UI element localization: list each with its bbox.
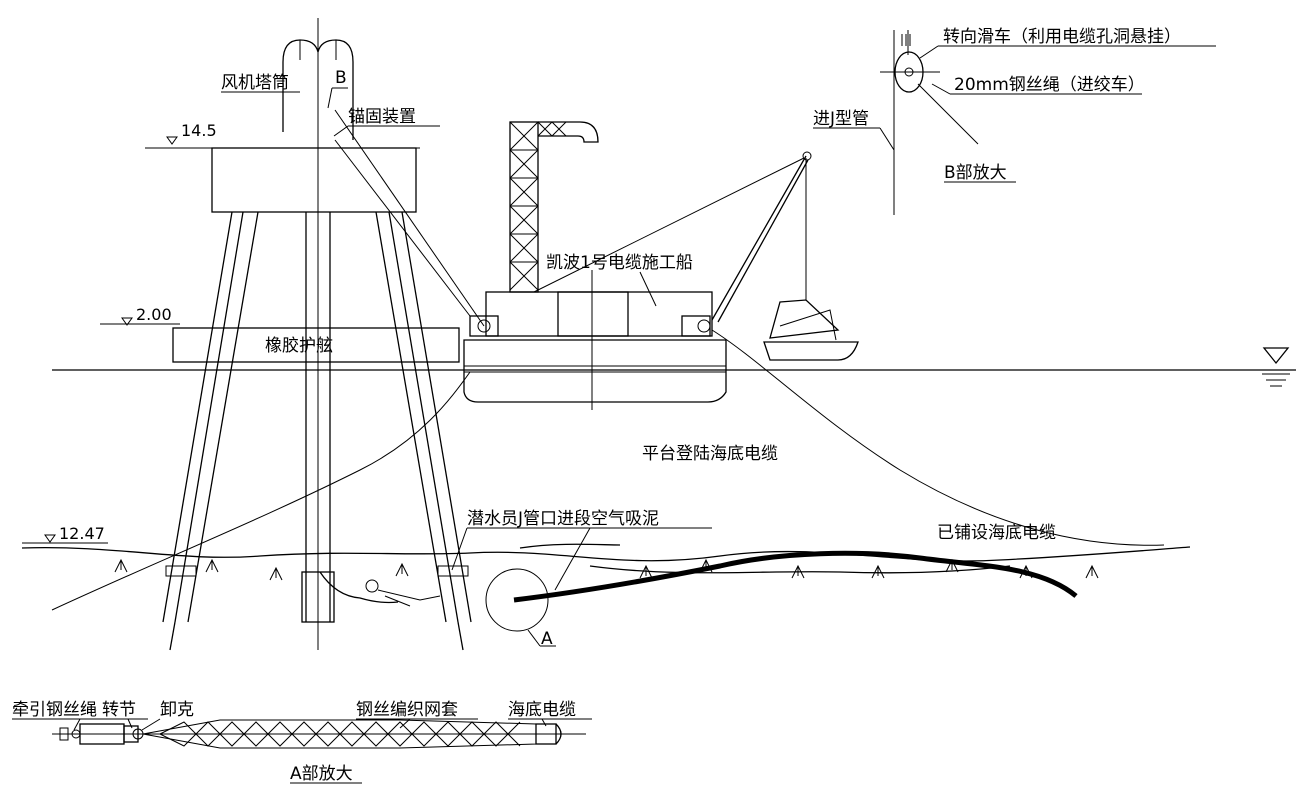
turning-pulley-label: 转向滑车（利用电缆孔洞悬挂） xyxy=(943,27,1181,47)
detail-b: 转向滑车（利用电缆孔洞悬挂） 20mm钢丝绳（进绞车） 进J型管 B部放大 xyxy=(813,27,1216,215)
cable-ship xyxy=(463,121,859,410)
wind-tower xyxy=(282,18,354,650)
main-labels: 风机塔筒 B 锚固装置 14.5 2.00 12.47 橡胶护舷 凯波1号电缆施… xyxy=(59,68,1056,591)
diver-note-label: 潜水员J管口进段空气吸泥 xyxy=(467,509,659,529)
platform-landing-label: 平台登陆海底电缆 xyxy=(642,444,778,464)
detail-b-mark: B xyxy=(335,68,347,88)
shackle-label: 卸克 xyxy=(160,700,194,720)
elevation-top-label: 14.5 xyxy=(181,121,217,140)
ship-name-label: 凯波1号电缆施工船 xyxy=(546,253,693,273)
rubber-fender-label: 橡胶护舷 xyxy=(265,336,333,356)
detail-b-title: B部放大 xyxy=(944,163,1007,183)
wire-rope-label: 20mm钢丝绳（进绞车） xyxy=(954,75,1145,95)
laid-cable-label: 已铺设海底电缆 xyxy=(937,523,1056,543)
subsea-cable-label: 海底电缆 xyxy=(508,700,576,720)
diver-icon xyxy=(365,579,379,593)
elevation-marker-icon xyxy=(44,534,56,543)
tower-tube-label: 风机塔筒 xyxy=(221,73,289,93)
elevation-marker-icon xyxy=(121,317,133,326)
detail-a-marker: A xyxy=(485,568,556,649)
jacket-legs xyxy=(162,211,472,651)
wire-mesh-sock-label: 钢丝编织网套 xyxy=(356,700,458,720)
detail-a-title: A部放大 xyxy=(290,764,353,784)
elevation-mid-label: 2.00 xyxy=(136,305,172,324)
water-level-icon xyxy=(1262,347,1290,365)
pull-rope-label: 牵引钢丝绳 xyxy=(12,700,97,720)
enter-j-tube-label: 进J型管 xyxy=(813,109,869,129)
anchor-device-label: 锚固装置 xyxy=(348,107,416,127)
elevation-marker-icon xyxy=(166,136,178,145)
detail-a-label: A xyxy=(541,629,553,649)
swivel-label: 转节 xyxy=(102,700,136,720)
fender-platform xyxy=(100,317,460,363)
sea-level xyxy=(52,347,1296,387)
pile-cap xyxy=(145,136,420,213)
elevation-seabed-label: 12.47 xyxy=(59,524,105,543)
detail-a: 牵引钢丝绳 转节 卸克 钢丝编织网套 海底电缆 A部放大 xyxy=(12,700,592,784)
cable-lines xyxy=(51,109,1165,611)
seabed xyxy=(21,534,1191,581)
seabed-hatch-marks xyxy=(114,558,1099,581)
laid-subsea-cable xyxy=(513,550,1078,603)
